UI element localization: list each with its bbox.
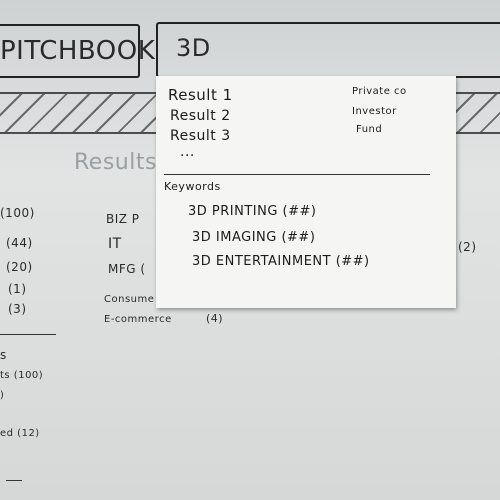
- result-item-3[interactable]: Result 3: [170, 128, 231, 144]
- industry-facet[interactable]: Consume: [104, 294, 155, 305]
- facet-count[interactable]: (3): [8, 302, 27, 316]
- divider: [0, 334, 56, 335]
- search-query-text[interactable]: 3D: [176, 34, 211, 62]
- results-heading: Results: [74, 150, 157, 175]
- facet-label: s: [0, 348, 7, 362]
- facet-count[interactable]: (1): [8, 282, 27, 296]
- industry-facet[interactable]: BIZ P: [106, 212, 140, 226]
- keyword-suggestion[interactable]: 3D PRINTING (##): [188, 204, 317, 219]
- keyword-suggestion[interactable]: 3D ENTERTAINMENT (##): [192, 254, 370, 269]
- facet-count: (4): [206, 312, 224, 325]
- more-results-ellipsis[interactable]: ...: [180, 144, 195, 160]
- result-type-label: Investor: [352, 106, 397, 117]
- result-item-1[interactable]: Result 1: [168, 86, 233, 104]
- facet-count[interactable]: (20): [6, 260, 33, 274]
- result-type-label: Private co: [352, 86, 407, 97]
- search-autocomplete-dropdown: Result 1 Private co Result 2 Investor Re…: [156, 76, 456, 308]
- industry-facet[interactable]: MFG (: [108, 262, 146, 276]
- facet-count[interactable]: (100): [0, 206, 35, 220]
- industry-facet[interactable]: IT: [108, 236, 122, 252]
- logo-frame: [0, 24, 140, 78]
- keywords-heading: Keywords: [164, 180, 221, 193]
- keyword-suggestion[interactable]: 3D IMAGING (##): [192, 230, 316, 245]
- dropdown-divider: [164, 174, 430, 175]
- result-item-2[interactable]: Result 2: [170, 108, 231, 124]
- facet-label[interactable]: ts (100): [0, 370, 44, 381]
- facet-label: ): [0, 390, 5, 401]
- facet-count[interactable]: (44): [6, 236, 33, 250]
- facet-count: (2): [458, 240, 477, 254]
- divider: [6, 480, 22, 481]
- facet-label[interactable]: ed (12): [0, 428, 40, 439]
- app-logo: PITCHBOOK: [0, 36, 156, 66]
- industry-facet[interactable]: E-commerce: [104, 314, 172, 325]
- result-type-label: Fund: [356, 124, 383, 135]
